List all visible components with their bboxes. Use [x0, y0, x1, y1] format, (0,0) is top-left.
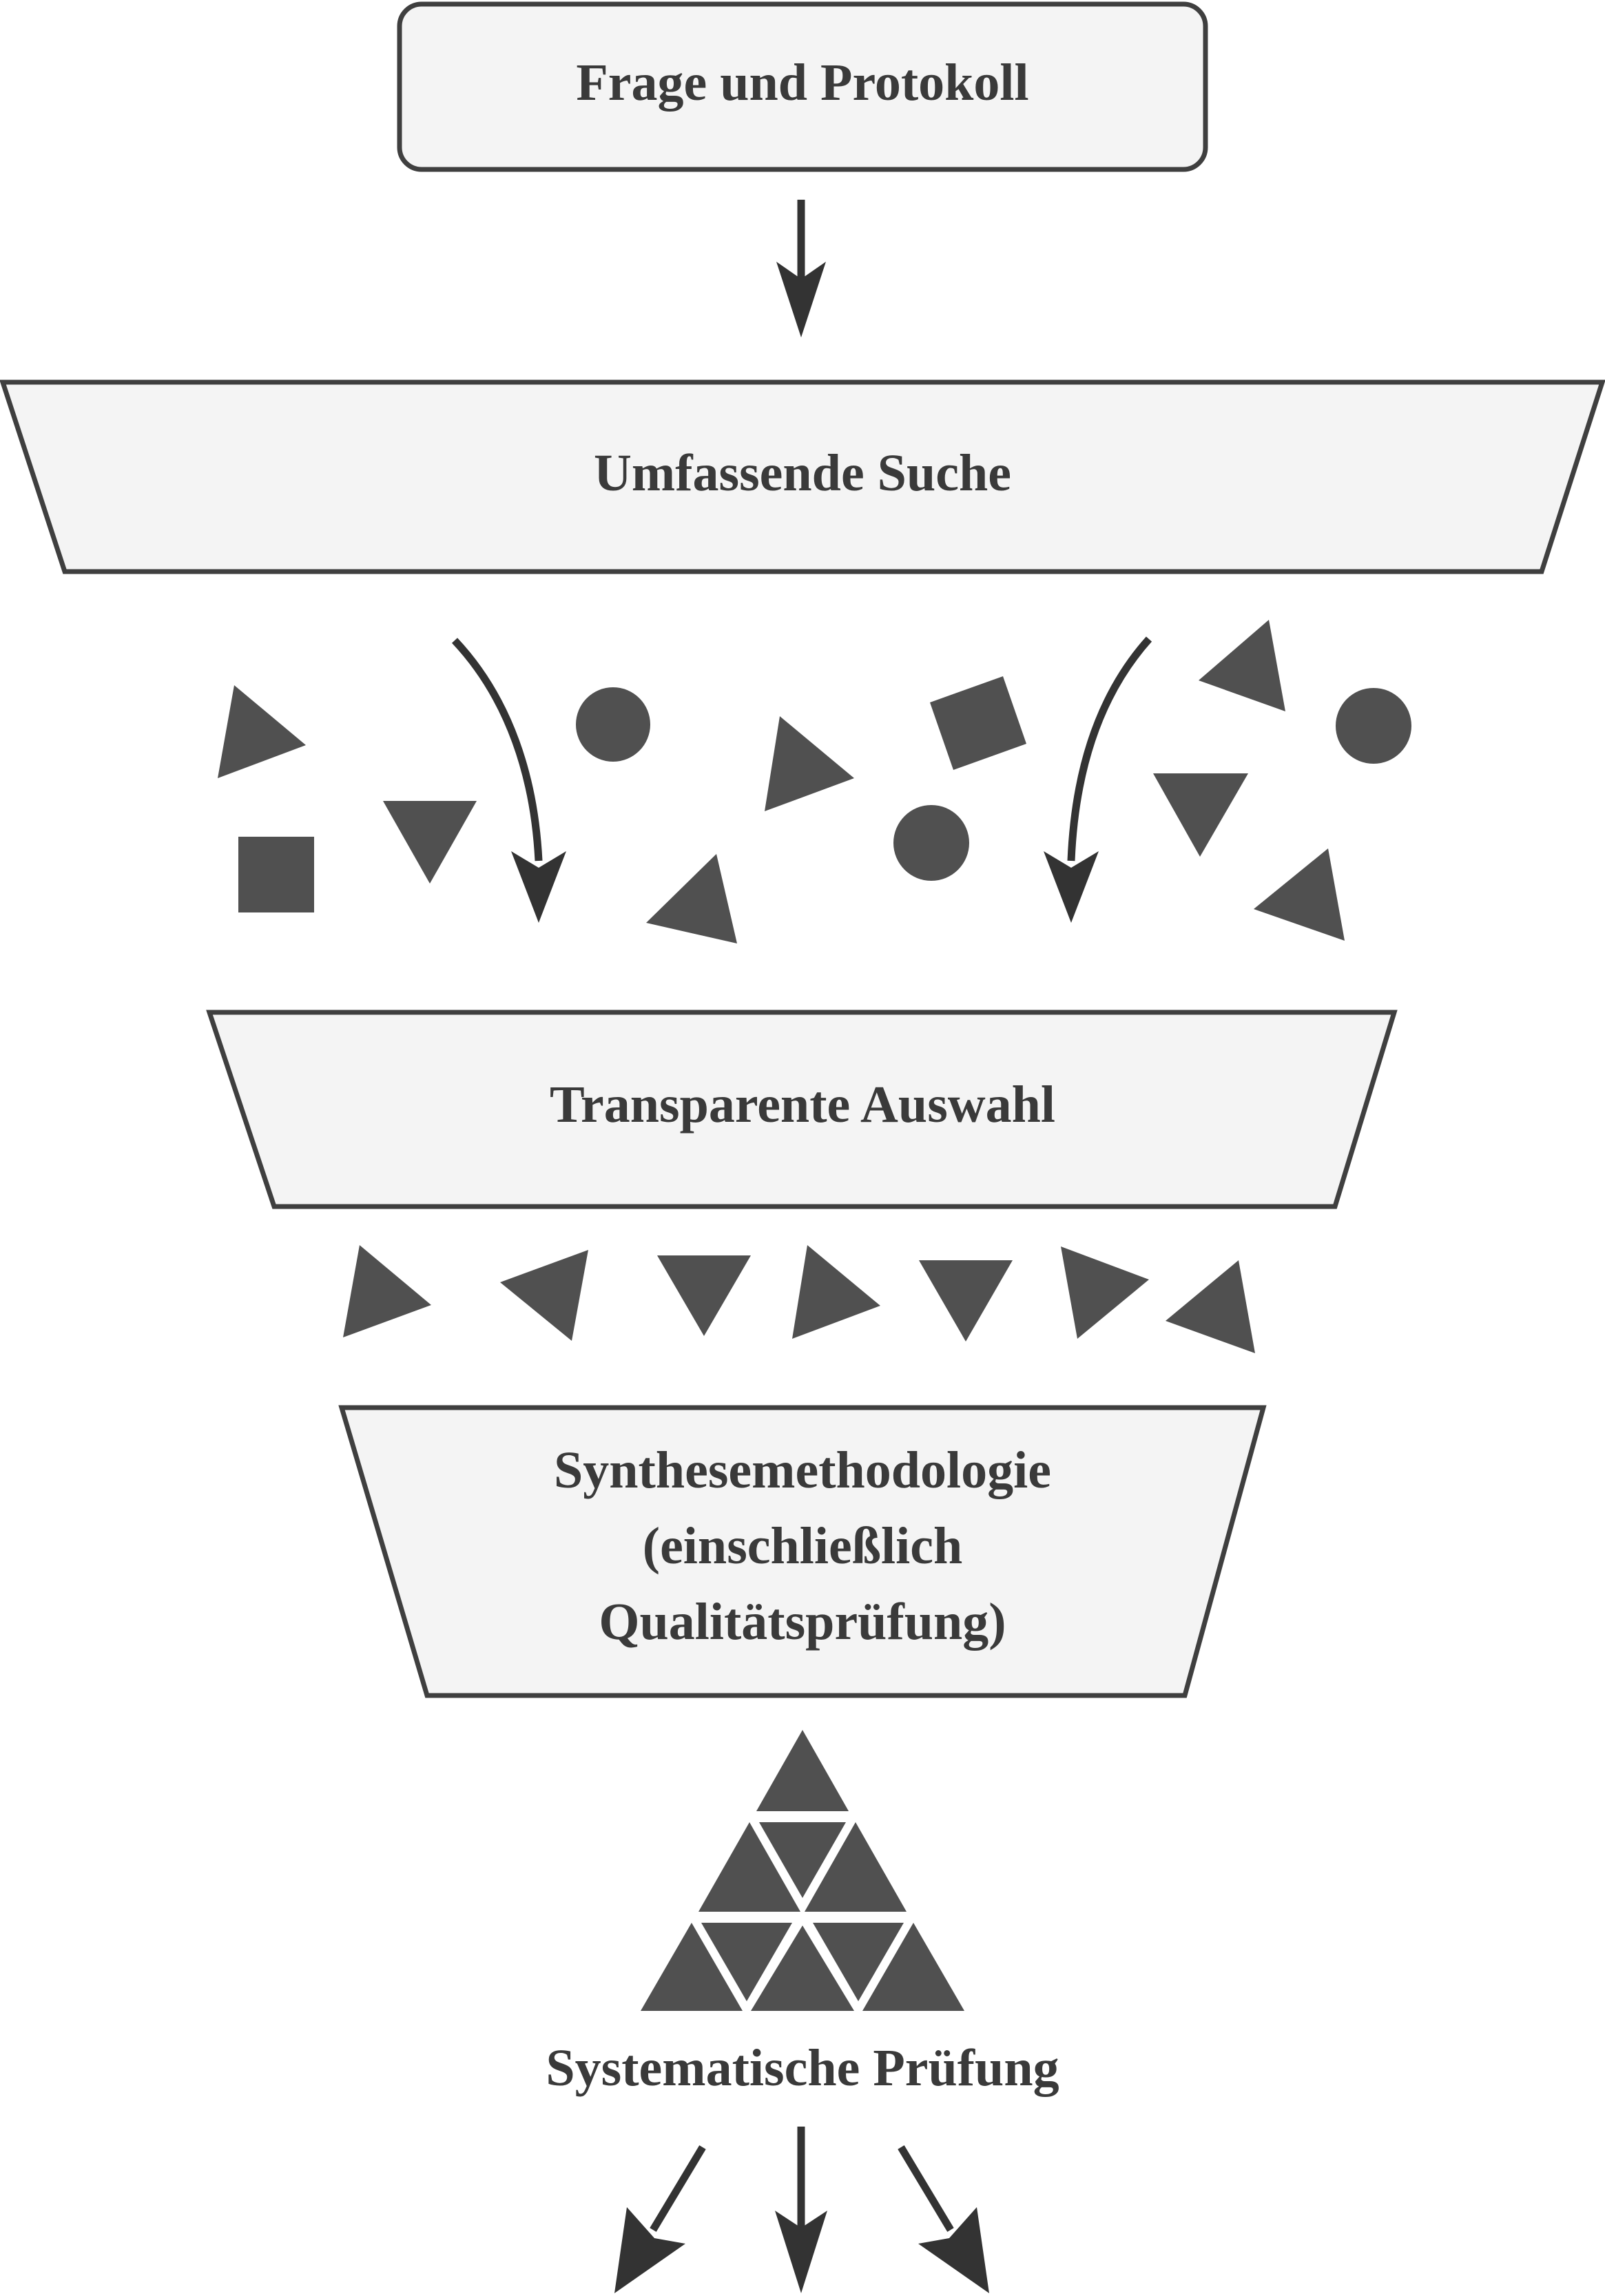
selection-label: Transparente Auswahl	[550, 1076, 1055, 1134]
synthesis-label-line1: Synthesemethodologie	[554, 1441, 1051, 1499]
triangle-shape	[1199, 620, 1285, 711]
result-label: Systematische Prüfung	[546, 2039, 1059, 2097]
triangle-shape	[646, 854, 737, 943]
circle-shape	[576, 687, 650, 762]
output-arrow-right	[898, 2145, 989, 2293]
square-shape	[238, 837, 314, 912]
question-label: Frage und Protokoll	[576, 54, 1028, 112]
selected-items	[343, 1245, 1255, 1353]
synthesis-funnel	[338, 1405, 1267, 1698]
output-arrow-left	[614, 2145, 706, 2293]
pyramid-triangle	[862, 1923, 964, 2011]
pyramid-triangle	[805, 1822, 907, 1912]
pyramid-triangle	[756, 1730, 849, 1811]
triangle-shape	[765, 716, 854, 811]
triangle-shape	[657, 1255, 751, 1336]
curved-arrow-left	[451, 638, 566, 923]
pyramid-triangle	[641, 1923, 743, 2011]
triangle-shape	[919, 1260, 1013, 1342]
triangle-shape	[1061, 1246, 1149, 1339]
circle-shape	[893, 805, 969, 881]
pyramid-triangle	[701, 1923, 792, 2001]
circle-shape	[1336, 688, 1411, 764]
curved-arrow-right	[1044, 636, 1152, 923]
scattered-search-results	[218, 620, 1411, 943]
triangle-shape	[1153, 773, 1248, 857]
arrow-down-1	[776, 200, 826, 337]
triangle-shape	[1166, 1260, 1255, 1353]
synthesis-label-line3: Qualitätsprüfung)	[599, 1593, 1006, 1651]
synthesis-label-line2: (einschließlich	[643, 1517, 962, 1575]
triangle-shape	[500, 1250, 588, 1341]
search-label: Umfassende Suche	[594, 444, 1011, 502]
triangle-pyramid	[641, 1730, 964, 2011]
triangle-shape	[218, 685, 306, 778]
question-box	[397, 1, 1208, 172]
triangle-shape	[792, 1245, 880, 1339]
pyramid-triangle	[759, 1822, 846, 1898]
triangle-shape	[1254, 848, 1345, 941]
triangle-shape	[343, 1245, 431, 1337]
triangle-shape	[383, 801, 477, 884]
selection-funnel	[206, 1010, 1398, 1209]
pyramid-triangle	[813, 1923, 904, 2001]
search-funnel	[0, 379, 1605, 574]
diamond-shape	[930, 676, 1026, 770]
pyramid-triangle	[698, 1822, 800, 1912]
output-arrow-center	[775, 2127, 827, 2293]
pyramid-triangle	[751, 1925, 854, 2011]
